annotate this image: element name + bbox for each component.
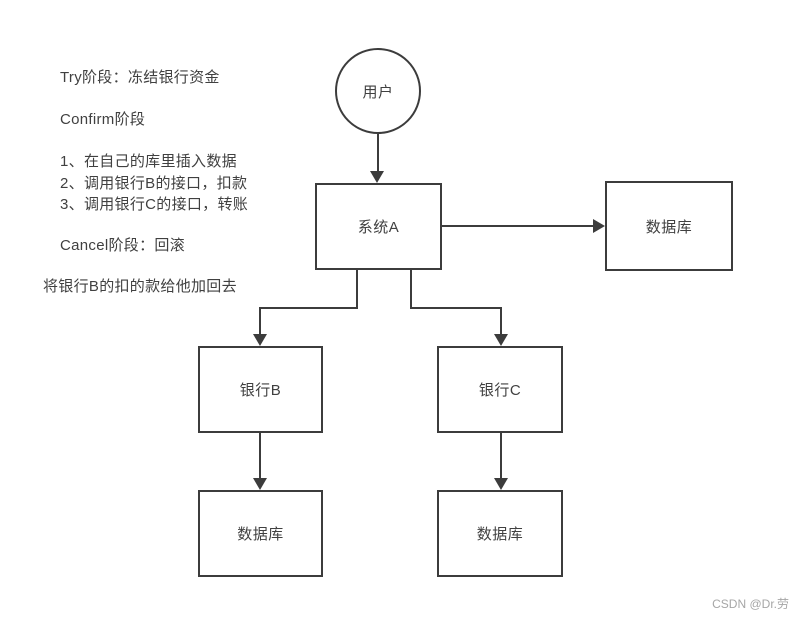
node-user-label: 用户 [362,83,394,101]
node-bank-c-label: 银行C [478,382,522,399]
arrowhead-down-icon [370,171,384,183]
node-database-main: 数据库 [605,181,733,271]
node-database-bank-b-label: 数据库 [237,526,284,543]
note-step-1: 1、在自己的库里插入数据 [60,153,237,170]
connector-line [500,433,502,479]
node-user: 用户 [335,48,421,134]
note-rollback: 将银行B的扣的款给他加回去 [43,278,237,295]
connector-line [377,134,379,172]
arrowhead-right-icon [593,219,605,233]
note-try-phase: Try阶段：冻结银行资金 [60,69,220,86]
connector-line [410,307,502,309]
arrowhead-down-icon [494,334,508,346]
watermark: CSDN @Dr.劳 [712,597,789,611]
node-database-main-label: 数据库 [645,218,693,236]
arrowhead-down-icon [253,334,267,346]
node-database-bank-b: 数据库 [198,490,323,577]
connector-line [356,270,358,309]
node-bank-b: 银行B [198,346,323,433]
node-bank-b-label: 银行B [239,382,282,399]
node-bank-c: 银行C [437,346,563,433]
node-system-a: 系统A [315,183,442,270]
connector-line [410,270,412,309]
arrowhead-down-icon [494,478,508,490]
node-database-bank-c-label: 数据库 [476,526,524,543]
connector-line [259,433,261,479]
connector-line [259,307,358,309]
node-system-a-label: 系统A [357,219,400,236]
connector-line [500,307,502,335]
note-cancel-phase: Cancel阶段：回滚 [60,237,185,254]
arrowhead-down-icon [253,478,267,490]
note-step-3: 3、调用银行C的接口，转账 [60,196,249,213]
note-step-2: 2、调用银行B的接口，扣款 [60,175,248,192]
note-confirm-phase: Confirm阶段 [60,111,146,128]
connector-line [259,307,261,335]
connector-line [442,225,594,227]
node-database-bank-c: 数据库 [437,490,563,577]
